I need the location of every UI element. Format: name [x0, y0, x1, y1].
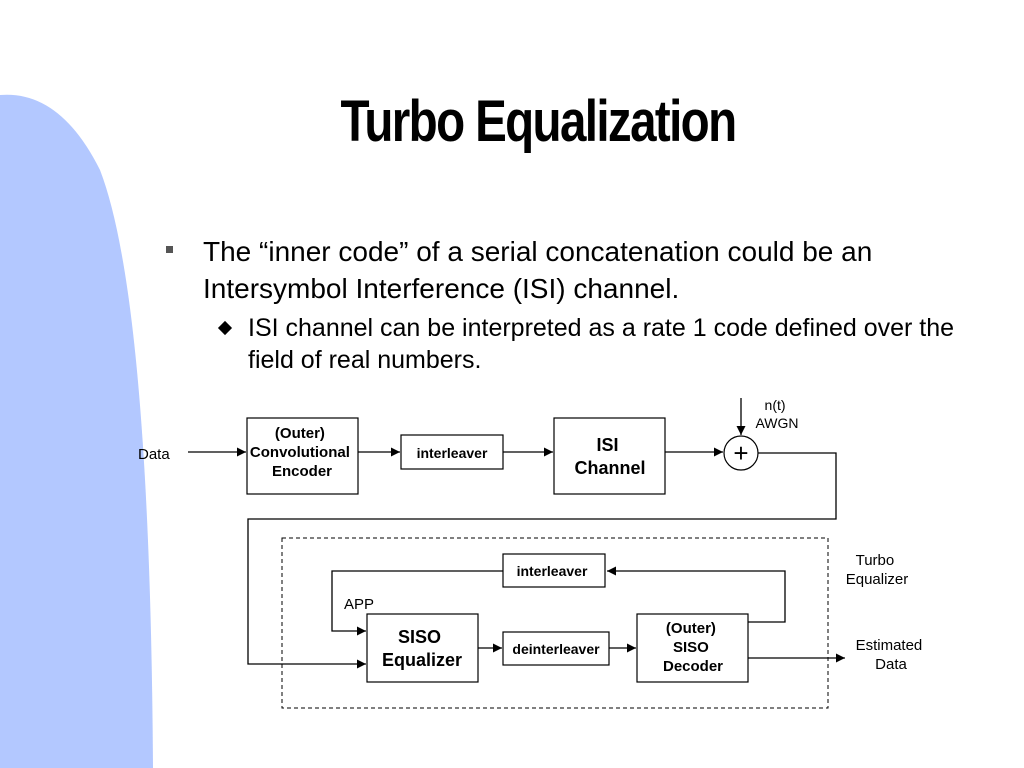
isi-channel-line1: ISI [596, 435, 618, 455]
siso-equalizer-block [366, 613, 479, 683]
outer-encoder-block [246, 417, 359, 495]
siso-equalizer-line2: Equalizer [382, 650, 462, 670]
encoder-label: (Outer) Convolutional Encoder [250, 425, 354, 480]
deinterleaver-block [502, 631, 610, 666]
estimated-data-label: Estimated Data [856, 637, 927, 673]
adder-plus-icon: + [733, 438, 748, 468]
deinterleaver-label: deinterleaver [512, 641, 600, 657]
slide-title: Turbo Equalization [340, 89, 738, 154]
feedback-interleaver-label: interleaver [517, 563, 588, 579]
siso-decoder-line3: Decoder [663, 658, 723, 675]
turbo-label-line2: Equalizer [846, 571, 909, 588]
noise-label: n(t) AWGN [755, 397, 798, 431]
interleaver-to-equalizer-route [331, 570, 503, 636]
siso-equalizer-label: SISO Equalizer [382, 627, 462, 670]
siso-decoder-line1: (Outer) [666, 620, 716, 637]
app-label: APP [344, 596, 374, 613]
bullet-text-1: The “inner code” of a serial concatenati… [203, 236, 873, 304]
bullet-item-2: ISI channel can be interpreted as a rate… [217, 312, 958, 376]
turbo-equalizer-label: Turbo Equalizer [846, 552, 909, 588]
square-bullet-icon [166, 246, 173, 253]
bullet-item-1: The “inner code” of a serial concatenati… [163, 233, 963, 307]
feedback-interleaver-block [502, 553, 606, 588]
encoder-label-line2: Convolutional [250, 444, 350, 461]
interleaver-block [400, 434, 504, 470]
interleaver-label: interleaver [417, 445, 488, 461]
siso-equalizer-line1: SISO [398, 627, 441, 647]
data-input-label: Data [138, 446, 170, 463]
siso-decoder-label: (Outer) SISO Decoder [663, 620, 723, 675]
estimated-label-line1: Estimated [856, 637, 923, 654]
isi-channel-line2: Channel [574, 458, 645, 478]
estimated-label-line2: Data [875, 656, 907, 673]
noise-label-line2: AWGN [755, 415, 798, 431]
encoder-label-line1: (Outer) [275, 425, 325, 442]
siso-decoder-block [636, 613, 749, 683]
isi-channel-block [553, 417, 666, 495]
channel-output-route [247, 452, 837, 669]
decoder-to-interleaver-route [607, 566, 786, 623]
bullet-text-2: ISI channel can be interpreted as a rate… [248, 314, 955, 374]
encoder-label-line3: Encoder [272, 463, 332, 480]
turbo-equalizer-boundary [281, 537, 829, 709]
siso-decoder-line2: SISO [673, 639, 709, 656]
isi-channel-label: ISI Channel [574, 435, 645, 478]
turbo-label-line1: Turbo [856, 552, 895, 569]
noise-label-line1: n(t) [765, 397, 786, 413]
